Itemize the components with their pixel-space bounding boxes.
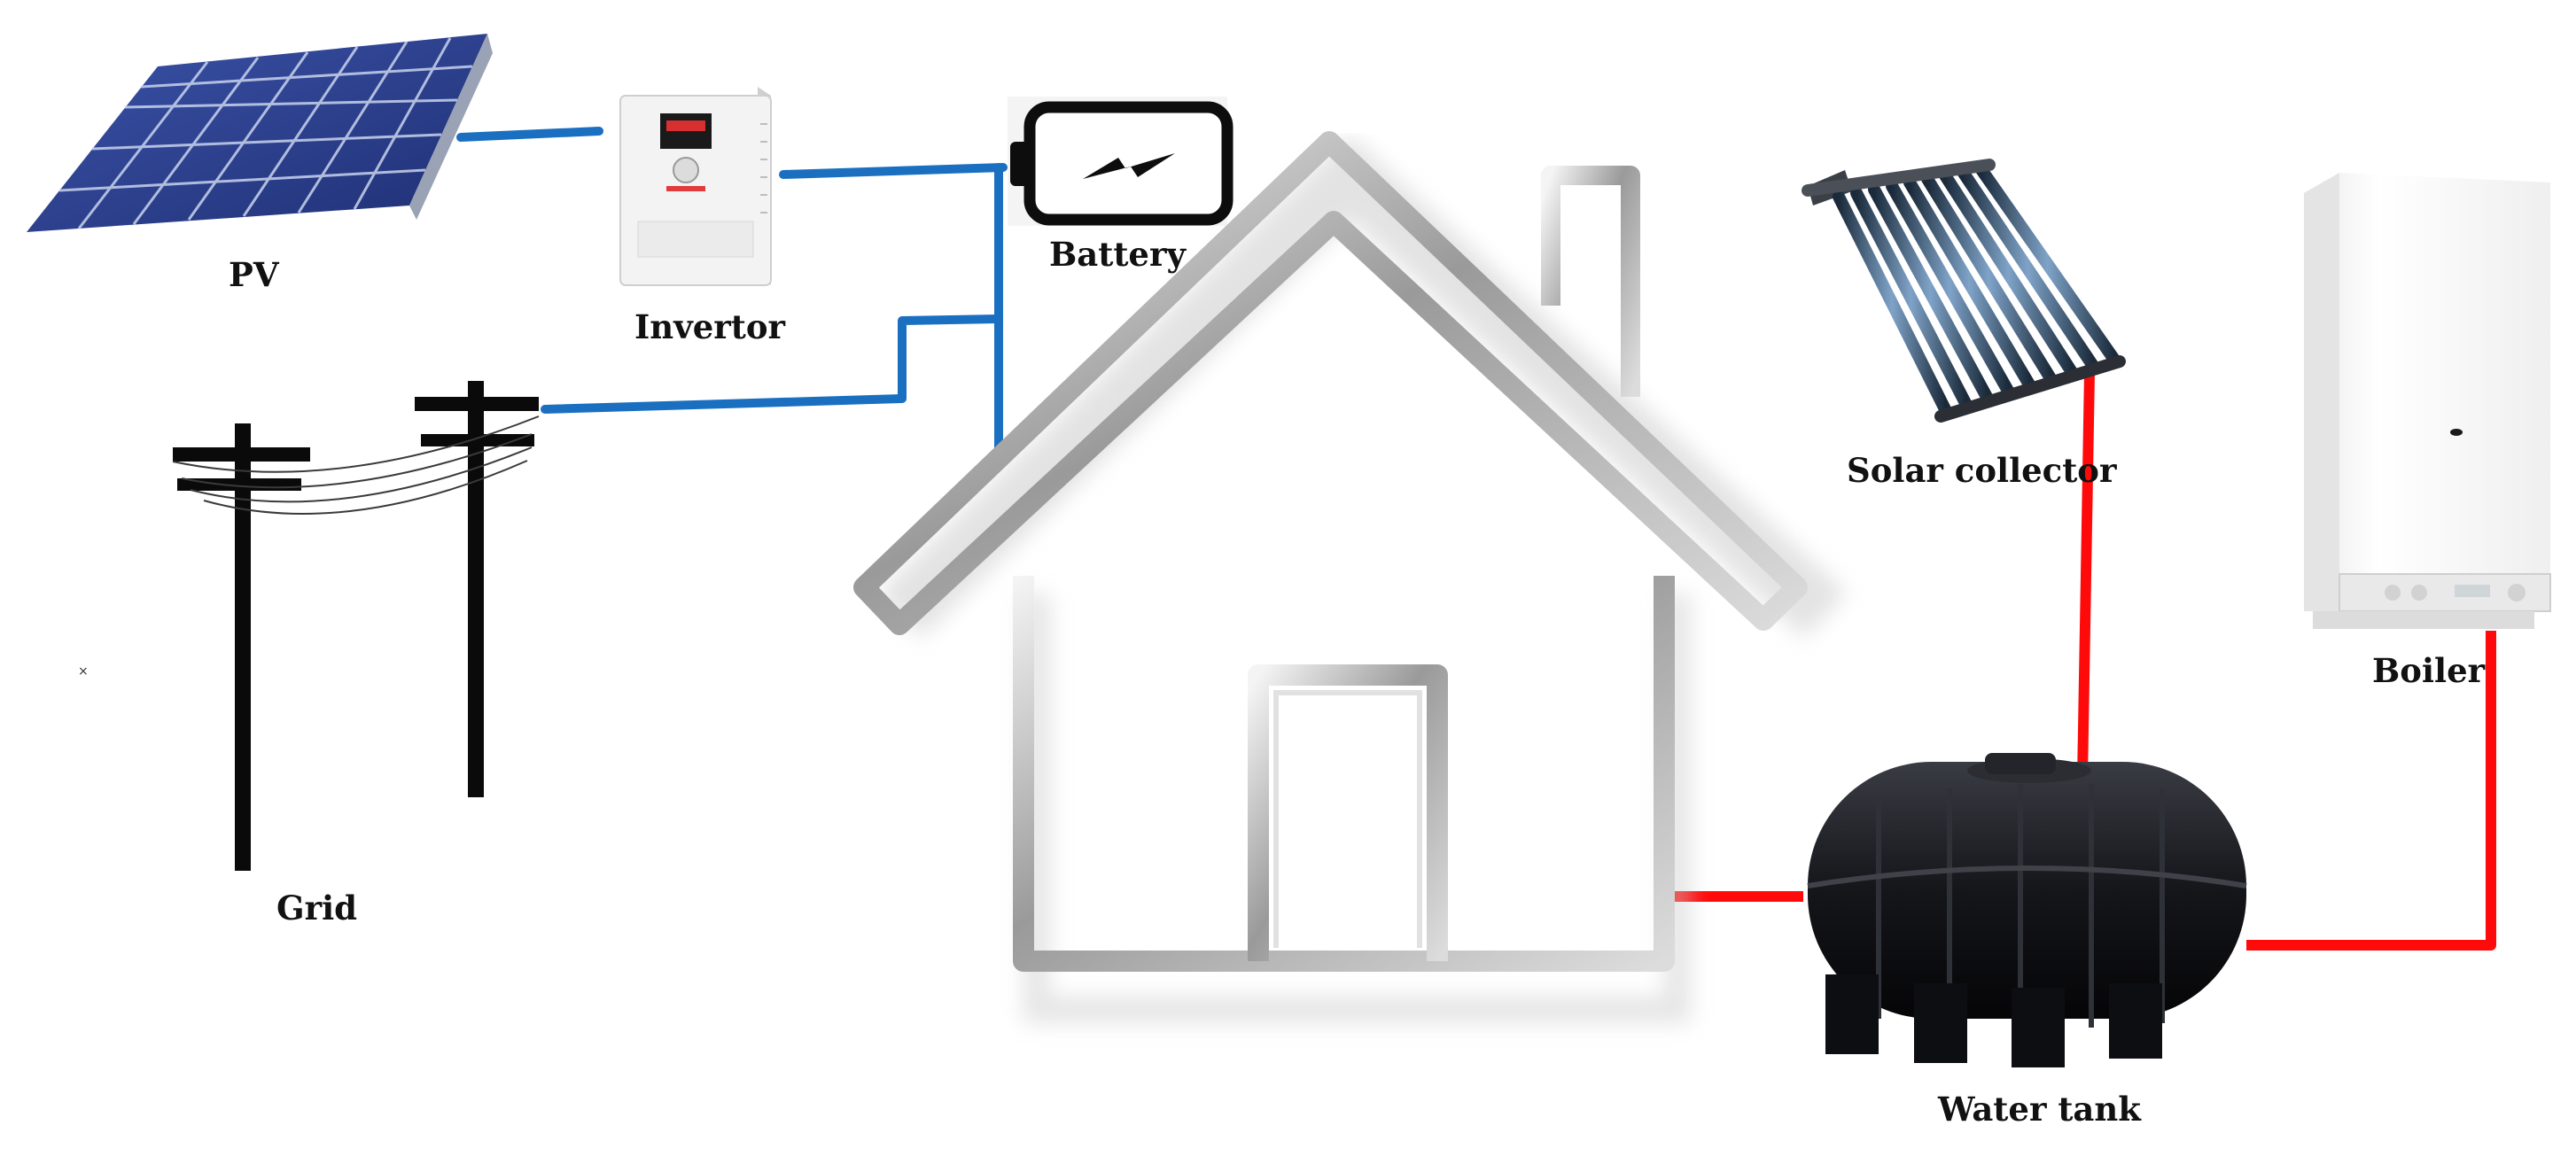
grid-label: Grid [276,889,358,927]
lightning-icon [1083,153,1175,179]
water-tank-label: Water tank [1938,1090,2141,1129]
svg-text:×: × [78,664,89,679]
pv-invertor-line [456,127,603,142]
solar-collector-label: Solar collector [1847,451,2117,490]
stray-mark: × [78,664,89,679]
pv-label: PV [229,255,279,294]
electric-connections [456,127,1008,452]
solar-collector [1802,159,2126,423]
grid-poles [172,381,540,871]
collector-tank-line [2077,371,2095,780]
pv-panel [27,34,493,232]
invertor-device [619,87,772,286]
tank-boiler-line [2246,631,2496,951]
battery-label: Battery [1049,235,1186,274]
boiler-device [2304,173,2551,629]
water-tank [1807,753,2247,1067]
invertor-label: Invertor [634,307,786,346]
battery-device [1008,97,1234,226]
boiler-label: Boiler [2372,651,2486,690]
invertor-battery-line [779,163,1008,179]
grid-connection-line [541,314,1003,414]
house-outline [853,131,1847,1023]
